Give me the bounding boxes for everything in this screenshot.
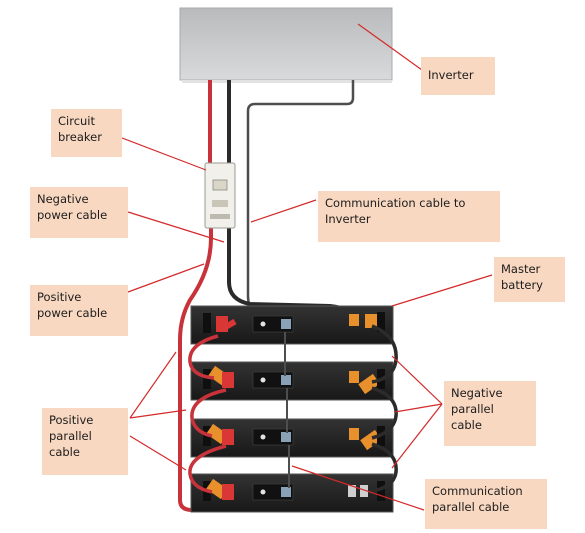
leader-communication-parallel-cable xyxy=(291,465,425,511)
leader-positive-parallel-cable-2 xyxy=(129,409,187,419)
label-negative-power-cable: Negative power cable xyxy=(30,187,128,238)
positive-power-cable xyxy=(178,228,213,512)
leader-master-battery xyxy=(391,274,493,307)
negative-parallel-cable-3 xyxy=(367,442,398,494)
label-circuit-breaker: Circuit breaker xyxy=(51,109,122,157)
leader-negative-power-cable xyxy=(127,211,225,243)
circuit-breaker-base xyxy=(210,214,230,219)
label-master-battery: Master battery xyxy=(494,257,565,302)
label-communication-cable-to-inverter: Communication cable to Inverter xyxy=(318,191,500,242)
leader-positive-parallel-cable-3 xyxy=(129,435,187,471)
leader-circuit-breaker xyxy=(121,137,207,171)
label-inverter: Inverter xyxy=(421,57,495,95)
leader-positive-power-cable xyxy=(127,263,205,293)
battery-module-3 xyxy=(190,418,394,458)
label-negative-parallel-cable: Negative parallel cable xyxy=(444,381,536,446)
battery-module-1-master xyxy=(190,305,394,345)
inverter-unit xyxy=(179,7,393,81)
label-positive-power-cable: Positive power cable xyxy=(30,285,128,336)
battery-module-2 xyxy=(190,361,394,401)
positive-parallel-cable-3 xyxy=(188,444,227,494)
positive-parallel-cable-2 xyxy=(190,388,227,438)
leader-inverter xyxy=(357,23,423,71)
label-positive-parallel-cable: Positive parallel cable xyxy=(42,408,128,475)
circuit-breaker-body xyxy=(204,162,236,229)
positive-parallel-cable-1 xyxy=(188,334,219,380)
leader-negative-parallel-cable-3 xyxy=(391,403,443,469)
leader-communication-cable-to-inverter xyxy=(250,199,317,223)
leader-negative-parallel-cable-1 xyxy=(391,355,443,405)
label-communication-parallel-cable: Communication parallel cable xyxy=(425,479,547,529)
circuit-breaker-switch xyxy=(212,179,228,191)
leader-positive-parallel-cable-1 xyxy=(129,351,177,419)
negative-parallel-cable-2 xyxy=(371,386,398,440)
leader-negative-parallel-cable-2 xyxy=(394,403,443,413)
circuit-breaker-window xyxy=(212,200,228,207)
battery-module-4 xyxy=(190,473,394,513)
inverter-shadow xyxy=(182,80,392,83)
